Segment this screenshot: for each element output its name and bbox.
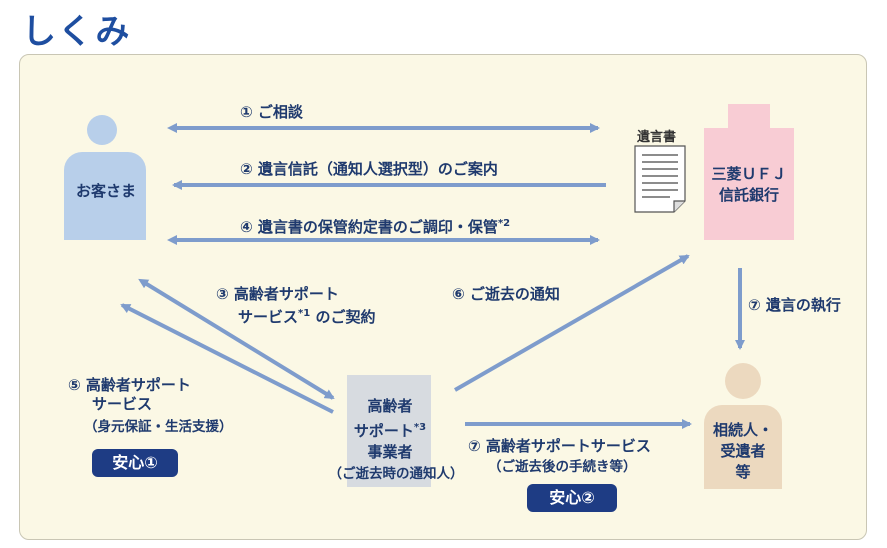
step-6-label: ⑥ ご逝去の通知 [452, 285, 560, 303]
page-title: しくみ [22, 12, 132, 52]
arrow-support-service [120, 303, 334, 414]
will-document-label: 遺言書 [637, 130, 677, 145]
bank-building-top [728, 104, 770, 130]
step-4-footnote: *2 [497, 218, 511, 229]
bank-label: 三菱ＵＦＪ 信託銀行 [704, 164, 794, 206]
support-provider-box [347, 375, 431, 487]
client-person-body [64, 152, 146, 240]
heir-label-line2: 受遺者 [720, 442, 766, 460]
step-3-line2: サービス*1 のご契約 [216, 304, 375, 327]
provider-line1: 高齢者 [367, 397, 413, 415]
step-5-label: ⑤ 高齢者サポート サービス [68, 376, 191, 414]
badge-anshin-1: 安心① [92, 449, 178, 477]
will-document-icon [634, 145, 686, 213]
arrow-death-notice [454, 254, 690, 392]
step-4-label: ④ 遺言書の保管約定書のご調印・保管*2 [240, 214, 510, 237]
step-4-text: ④ 遺言書の保管約定書のご調印・保管 [240, 218, 498, 236]
provider-sub-label: （ご逝去時の通知人） [328, 466, 464, 482]
client-label: お客さま [75, 182, 136, 200]
step-3-label: ③ 高齢者サポート サービス*1 のご契約 [216, 285, 375, 327]
step-1-label: ① ご相談 [240, 103, 303, 121]
heir-person-head [725, 363, 761, 399]
badge-anshin-2: 安心② [527, 484, 617, 512]
provider-line2: サポート*3 [330, 417, 450, 442]
step-5-sub: （身元保証・生活支援） [84, 419, 233, 435]
step-3-line2-text: サービス [238, 308, 299, 326]
heir-person-body [704, 405, 782, 489]
heir-label-line3: 等 [735, 463, 751, 481]
bank-building [704, 128, 794, 240]
client-person-head [87, 115, 117, 145]
step-3-line2-tail: のご契約 [315, 308, 376, 326]
arrow-contract [138, 278, 335, 400]
bank-label-line2: 信託銀行 [718, 186, 779, 204]
provider-line2-text: サポート [353, 422, 414, 440]
step-2-label: ② 遺言信託（通知人選択型）のご案内 [240, 160, 498, 178]
heir-label-line1: 相続人・ [712, 421, 773, 439]
step-3-footnote: *1 [298, 308, 311, 319]
provider-line3: 事業者 [367, 443, 413, 461]
step-7-service-sub: （ご逝去後の手続き等） [488, 459, 637, 475]
step-7-execution-label: ⑦ 遺言の執行 [748, 296, 841, 314]
support-provider-label: 高齢者 サポート*3 事業者 [330, 396, 450, 463]
provider-footnote: *3 [413, 422, 427, 433]
heir-label: 相続人・ 受遺者 等 [706, 420, 780, 483]
step-3-line1: ③ 高齢者サポート [216, 285, 339, 303]
step-7-service-label: ⑦ 高齢者サポートサービス [468, 437, 651, 455]
step-5-line2: サービス [92, 395, 153, 413]
bank-label-line1: 三菱ＵＦＪ [711, 165, 787, 183]
step-5-line1: ⑤ 高齢者サポート [68, 376, 191, 394]
